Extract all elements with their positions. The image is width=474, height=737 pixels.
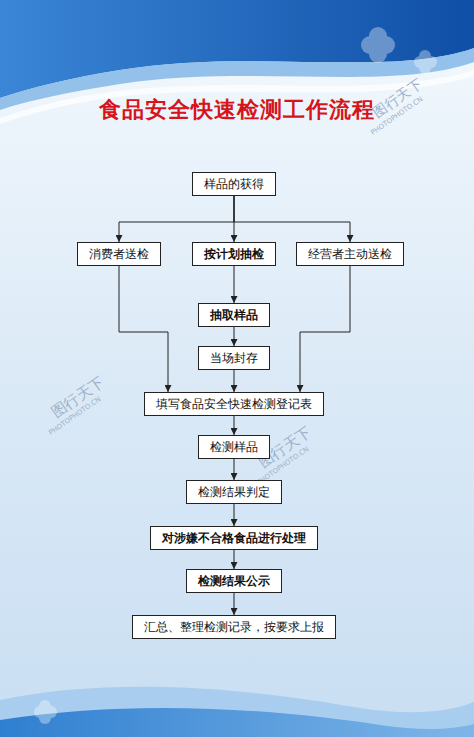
box-label: 消费者送检: [89, 247, 149, 261]
bottom-wave-light: [0, 687, 474, 737]
bottom-wave: [0, 708, 474, 737]
box-label: 对涉嫌不合格食品进行处理: [162, 531, 306, 545]
flow-arrow: [234, 550, 235, 569]
box-label: 当场封存: [210, 351, 258, 365]
flow-arrow: [234, 593, 235, 615]
process-box: 消费者送检: [77, 242, 161, 266]
box-label: 检测结果公示: [198, 574, 270, 588]
flow-arrow: [300, 266, 350, 392]
box-label: 经营者主动送检: [308, 247, 392, 261]
flow-arrow: [234, 196, 350, 242]
flow-arrow: [119, 266, 168, 392]
box-label: 抽取样品: [210, 308, 258, 322]
flow-arrow: [234, 416, 235, 435]
process-box: 检测结果判定: [186, 480, 282, 504]
flow-arrow: [119, 196, 234, 242]
flow-arrow: [234, 504, 235, 526]
box-label: 按计划抽检: [204, 247, 264, 261]
process-box: 检测结果公示: [186, 569, 282, 593]
process-box: 当场封存: [198, 346, 270, 370]
process-box: 按计划抽检: [192, 242, 276, 266]
process-box: 检测样品: [198, 435, 270, 459]
box-label: 样品的获得: [204, 177, 264, 191]
flow-arrow: [234, 370, 235, 392]
flow-arrow: [234, 327, 235, 346]
flow-arrow: [234, 266, 235, 303]
process-box: 经营者主动送检: [296, 242, 404, 266]
process-box: 汇总、整理检测记录，按要求上报: [132, 615, 336, 639]
process-box: 样品的获得: [192, 172, 276, 196]
process-box: 填写食品安全快速检测登记表: [144, 392, 324, 416]
box-label: 检测结果判定: [198, 485, 270, 499]
flow-arrow: [234, 459, 235, 480]
clover-decoration: [34, 27, 437, 724]
process-box: 对涉嫌不合格食品进行处理: [150, 526, 318, 550]
process-box: 抽取样品: [198, 303, 270, 327]
box-label: 检测样品: [210, 440, 258, 454]
box-label: 填写食品安全快速检测登记表: [156, 397, 312, 411]
box-label: 汇总、整理检测记录，按要求上报: [144, 620, 324, 634]
